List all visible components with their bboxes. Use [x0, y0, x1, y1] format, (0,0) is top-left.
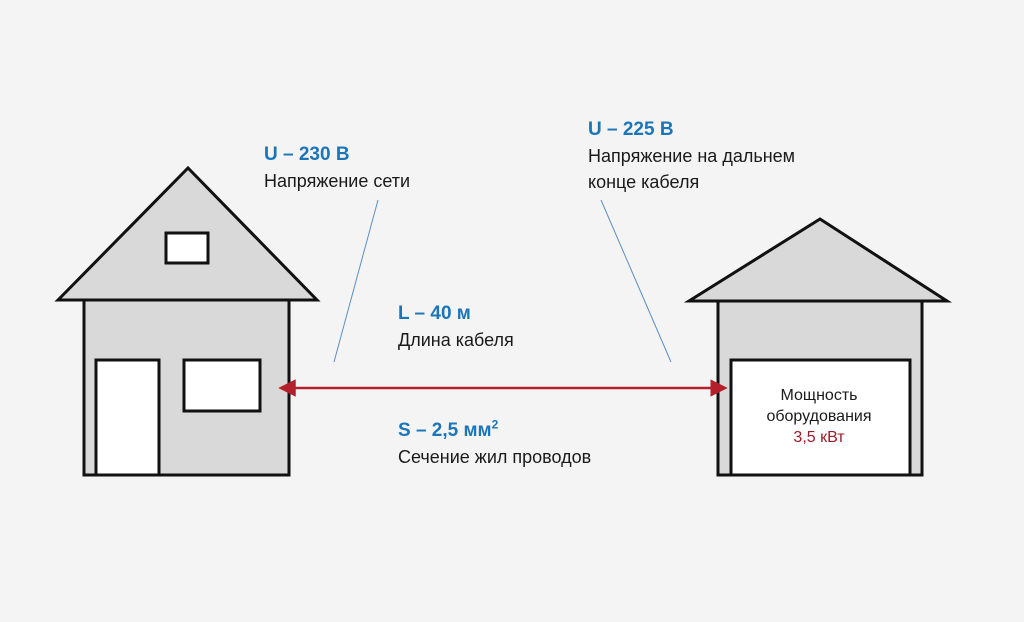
far-end-voltage-label: U – 225 В Напряжение на дальнем конце ка…	[588, 116, 795, 195]
house	[54, 165, 321, 477]
cross-section-value-sup: 2	[491, 418, 499, 432]
cross-section-value-main: S – 2,5 мм	[398, 420, 492, 442]
equipment-power-line2: оборудования	[766, 408, 872, 425]
supply-voltage-value: U – 230 В	[264, 144, 350, 165]
leader-line-far-end	[600, 199, 672, 363]
house-window	[182, 358, 262, 413]
supply-voltage-desc: Напряжение сети	[264, 171, 411, 191]
cross-section-desc: Сечение жил проводов	[398, 447, 592, 468]
far-end-voltage-value: U – 225 В	[588, 119, 674, 140]
far-end-voltage-desc-2: конце кабеля	[588, 172, 700, 192]
equipment-power-value: 3,5 кВт	[793, 429, 845, 446]
equipment-power-line1: Мощность	[780, 387, 858, 404]
cross-section-value: S – 2,5 мм2	[398, 418, 499, 442]
house-door	[94, 358, 161, 477]
equipment-power: Мощность оборудования 3,5 кВт	[733, 385, 905, 448]
cross-section-label: S – 2,5 мм2 Сечение жил проводов	[398, 412, 591, 470]
house-attic-window	[164, 231, 210, 265]
supply-voltage-label: U – 230 В Напряжение сети	[264, 141, 410, 194]
leader-line-supply	[333, 199, 379, 363]
cable-length-label: L – 40 м Длина кабеля	[398, 300, 514, 353]
garage-roof	[683, 217, 953, 303]
cable-length-desc: Длина кабеля	[398, 330, 514, 350]
cable-length-value: L – 40 м	[398, 303, 471, 324]
far-end-voltage-desc-1: Напряжение на дальнем	[588, 146, 796, 166]
garage-door	[729, 358, 912, 477]
